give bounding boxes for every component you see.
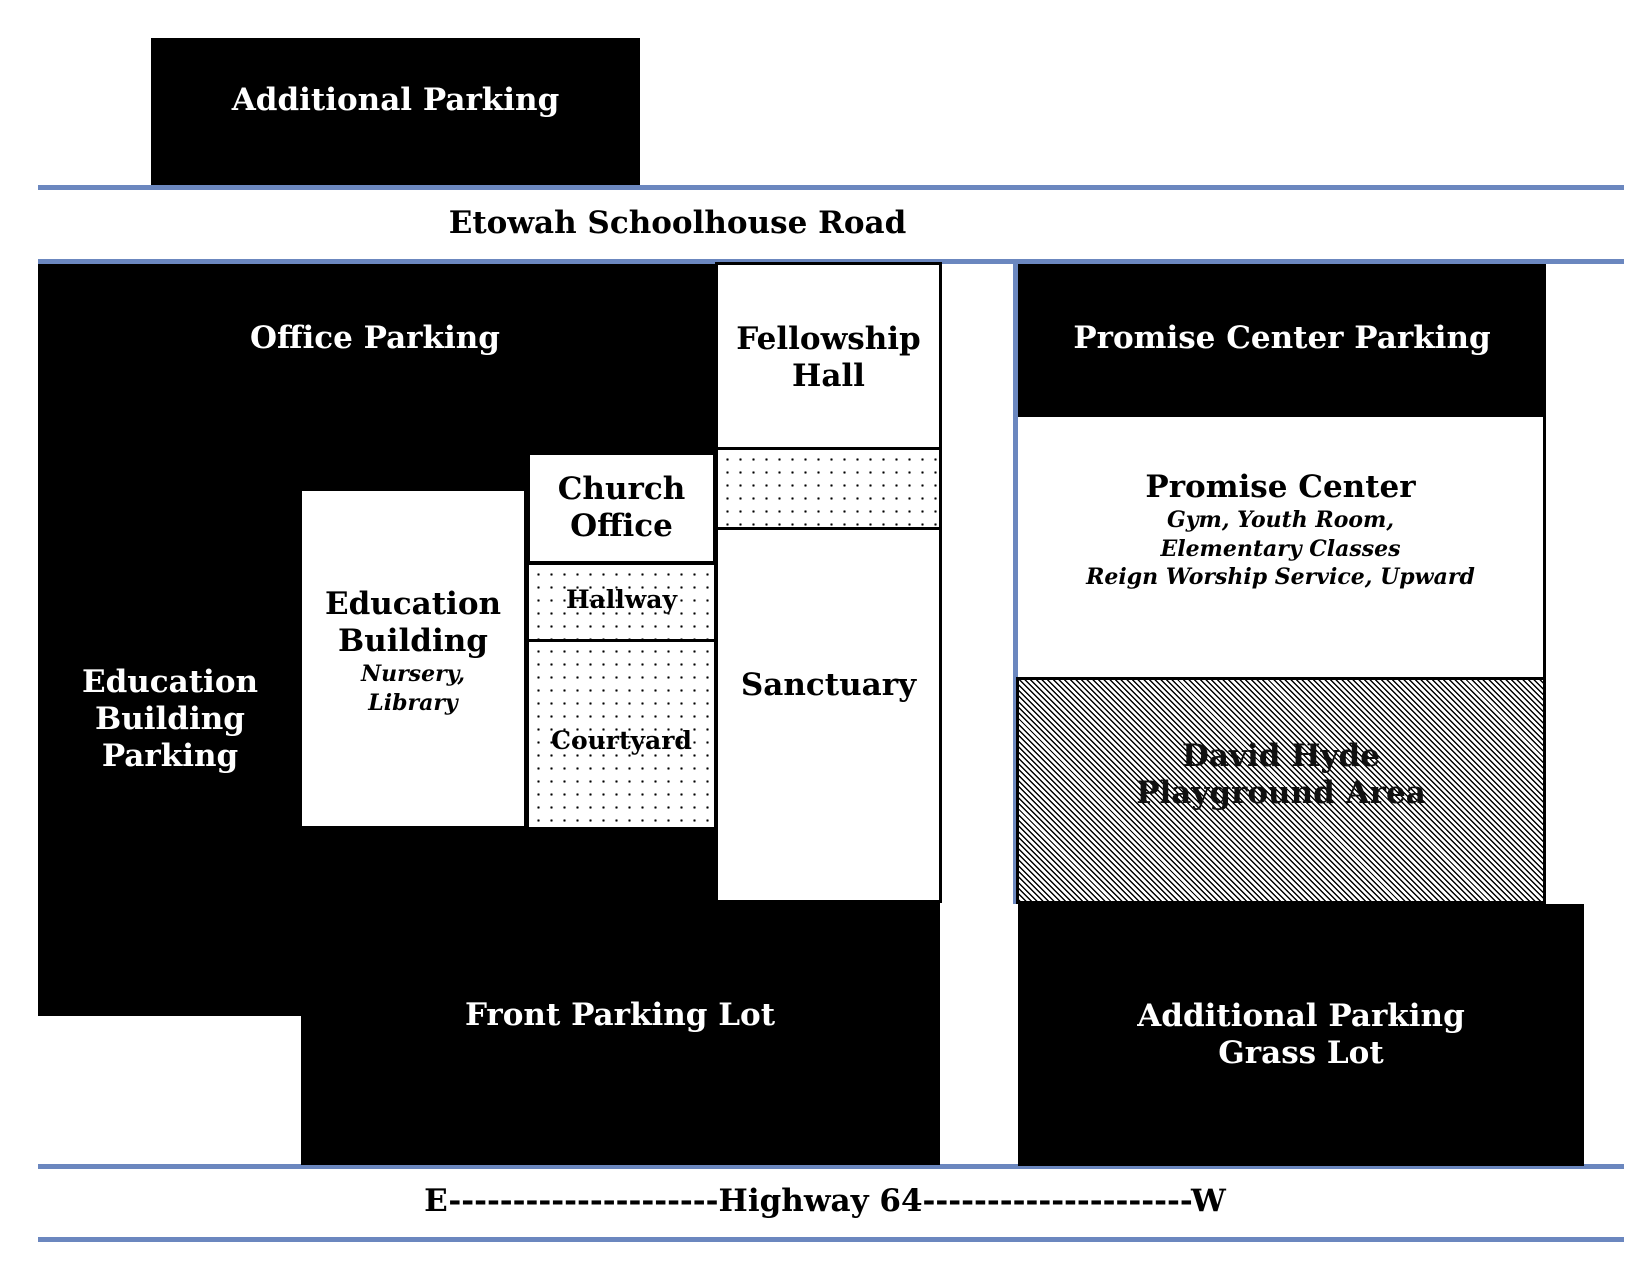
church-office-line-1: Church [557,471,686,507]
promise-center-sub-line-3: Reign Worship Service, Upward [1086,564,1475,591]
additional-parking-grass-label: Additional Parking Grass Lot [1018,998,1584,1072]
education-building-sub-line-2: Library [368,689,458,716]
playground-label: David Hyde Playground Area [1019,738,1543,812]
road-line-lower-2 [38,1237,1624,1242]
education-building-line-1: Education [324,586,502,622]
promise-center-sub-line-2: Elementary Classes [1160,535,1401,562]
education-building-parking-label: Education Building Parking [60,664,280,776]
additional-parking-top-label: Additional Parking [231,82,560,118]
hallway-label: Hallway [565,585,678,614]
fellowship-hall-building: Fellowship Hall [715,262,942,450]
sanctuary-building: Sanctuary [715,527,942,903]
church-office-building: Church Office [527,452,716,564]
etowah-schoolhouse-road-label: Etowah Schoolhouse Road [448,205,907,241]
church-office-line-2: Office [570,508,673,545]
promise-center-title: Promise Center [1145,469,1416,505]
additional-parking-grass-line-1: Additional Parking [1137,998,1465,1034]
education-building-line-2: Building [338,623,488,660]
education-building: Education Building Nursery, Library [302,491,524,826]
courtyard-area: Courtyard [527,640,716,829]
education-building-parking-line-1: Education [81,664,259,700]
education-building-parking-line-3: Parking [101,738,239,775]
promise-center-parking-label: Promise Center Parking [1073,320,1491,356]
additional-parking-grass-lot: Additional Parking Grass Lot [1018,904,1584,1166]
education-building-parking-line-2: Building [95,701,245,738]
playground-area: David Hyde Playground Area [1016,677,1546,904]
promise-center-divider-line [1013,264,1018,904]
road-line-upper-1 [38,185,1624,190]
hallway-area: Hallway [527,563,716,641]
courtyard-label: Courtyard [551,726,692,755]
front-parking-lot-label: Front Parking Lot [464,997,776,1033]
church-office-label: Church Office [530,471,713,545]
promise-center-label: Promise Center Gym, Youth Room, Elementa… [1018,469,1543,592]
promise-center-building: Promise Center Gym, Youth Room, Elementa… [1018,417,1546,679]
office-parking-label: Office Parking [250,320,500,356]
additional-parking-top-lot: Additional Parking [151,38,640,186]
highway-64-label: E---------------------Highway 64--------… [424,1183,1226,1219]
education-building-label: Education Building Nursery, Library [302,586,524,718]
playground-line-2: Playground Area [1136,775,1426,812]
education-building-sub-line-1: Nursery, [360,661,465,688]
fellowship-hall-label: Fellowship Hall [718,321,939,395]
connector-walkway [715,450,942,528]
fellowship-hall-line-2: Hall [792,358,865,395]
playground-line-1: David Hyde [1182,738,1380,774]
road-line-lower-1 [38,1164,1624,1169]
sanctuary-label: Sanctuary [740,667,917,703]
promise-center-sub-line-1: Gym, Youth Room, [1166,507,1394,534]
front-parking-lot [301,900,940,1165]
promise-center-parking-lot: Promise Center Parking [1018,264,1546,417]
road-line-upper-2 [38,259,1624,264]
additional-parking-grass-line-2: Grass Lot [1218,1035,1384,1072]
fellowship-hall-line-1: Fellowship [736,321,921,357]
